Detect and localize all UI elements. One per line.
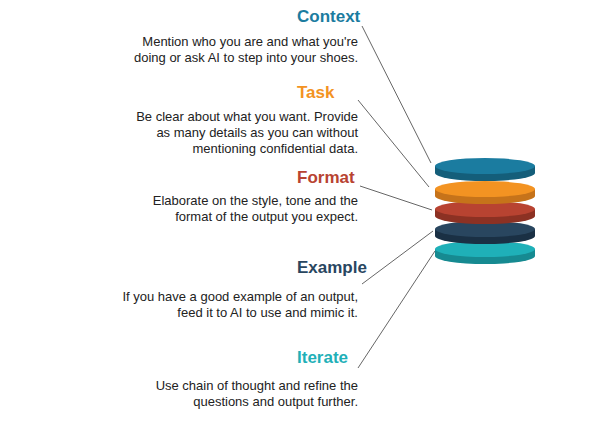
leader-lines (358, 26, 435, 368)
leader-line (358, 251, 435, 368)
step-description: Be clear about what you want. Provide as… (130, 109, 358, 157)
step-heading: Iterate (297, 348, 348, 368)
disc-stack (435, 158, 535, 264)
disc-top (435, 158, 535, 174)
leader-line (362, 26, 431, 163)
step-description: Use chain of thought and refine the ques… (148, 378, 358, 410)
step-description: Mention who you are and what you're doin… (126, 34, 358, 66)
disc (435, 181, 535, 204)
disc-top (435, 181, 535, 197)
disc (435, 241, 535, 264)
step-heading: Context (297, 7, 360, 27)
step-heading: Example (297, 258, 367, 278)
disc (435, 158, 535, 181)
disc (435, 221, 535, 244)
step-heading: Task (297, 83, 335, 103)
step-description: Elaborate on the style, tone and the for… (146, 193, 358, 225)
step-description: If you have a good example of an output,… (116, 289, 358, 321)
leader-line (362, 231, 433, 284)
leader-line (358, 100, 429, 187)
leader-line (360, 186, 432, 210)
disc (435, 201, 535, 224)
step-heading: Format (297, 168, 355, 188)
